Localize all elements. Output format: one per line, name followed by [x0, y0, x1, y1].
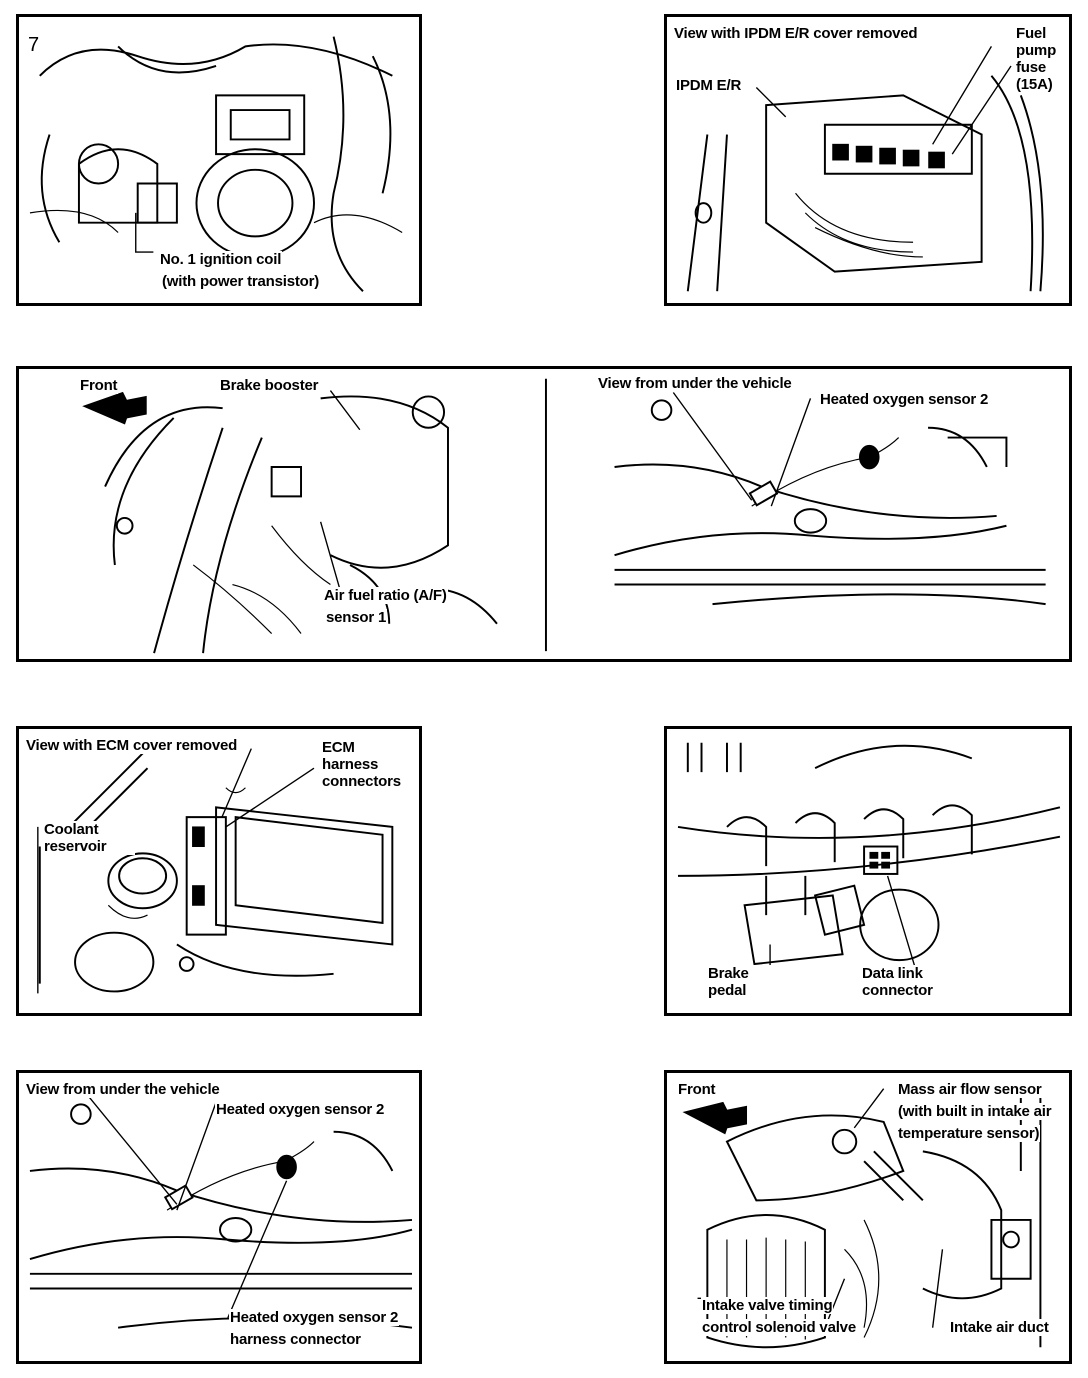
fuse-line-2: pump — [1016, 42, 1057, 59]
corner-mark: 7 — [27, 34, 40, 56]
panel-data-link-connector: Brake pedal Data link connector — [664, 726, 1072, 1016]
label-af-sensor-1a: Air fuel ratio (A/F) — [323, 587, 448, 604]
label-view-ecm: View with ECM cover removed — [25, 737, 239, 754]
label-ivt-2: control solenoid valve — [701, 1319, 857, 1336]
label-ipdm: IPDM E/R — [675, 77, 743, 94]
label-ivt-1: Intake valve timing — [701, 1297, 834, 1314]
label-af-sensor-1b: sensor 1 — [325, 609, 388, 626]
label-ho2s2-top: Heated oxygen sensor 2 — [819, 391, 990, 408]
coolant-line-2: reservoir — [44, 838, 107, 855]
dlc-line-1: Data link — [862, 965, 923, 982]
ecm-line-2: harness — [322, 756, 379, 773]
fuse-line-3: fuse — [1016, 59, 1047, 76]
label-maf-3: temperature sensor) — [897, 1125, 1041, 1142]
ecm-line-3: connectors — [322, 773, 401, 790]
ecm-line-1: ECM — [322, 739, 355, 756]
label-maf-1: Mass air flow sensor — [897, 1081, 1043, 1098]
label-ho2s2-connector-2: harness connector — [229, 1331, 362, 1348]
label-brake-pedal: Brake pedal — [707, 965, 779, 999]
label-maf-2: (with built in intake air — [897, 1103, 1053, 1120]
label-ignition-coil: No. 1 ignition coil — [159, 251, 283, 268]
label-data-link-connector: Data link connector — [861, 965, 963, 999]
label-ecm-connectors: ECM harness connectors — [321, 739, 419, 790]
dlc-line-2: connector — [862, 982, 933, 999]
panel-ipdm: View with IPDM E/R cover removed IPDM E/… — [664, 14, 1072, 306]
label-front-bottom: Front — [677, 1081, 717, 1098]
dlc-drawing — [677, 742, 1061, 975]
ignition-coil-drawing — [29, 36, 403, 292]
brake-booster-ho2s2-drawing — [82, 378, 1046, 654]
label-view-ipdm: View with IPDM E/R cover removed — [673, 25, 919, 42]
label-intake-air-duct: Intake air duct — [949, 1319, 1050, 1336]
label-brake-booster: Brake booster — [219, 377, 320, 394]
brake-line-2: pedal — [708, 982, 747, 999]
label-fuel-pump-fuse: Fuel pump fuse (15A) — [1015, 25, 1067, 93]
label-ignition-coil-sub: (with power transistor) — [161, 273, 321, 290]
label-ho2s2-bottom: Heated oxygen sensor 2 — [215, 1101, 386, 1118]
label-ho2s2-connector-1: Heated oxygen sensor 2 — [229, 1309, 400, 1326]
panel-brake-booster-ho2s2: Front Brake booster Air fuel ratio (A/F)… — [16, 366, 1072, 662]
brake-line-1: Brake — [708, 965, 749, 982]
panel-maf-ivt: Front Mass air flow sensor (with built i… — [664, 1070, 1072, 1364]
coolant-line-1: Coolant — [44, 821, 99, 838]
panel-ho2s2-harness: View from under the vehicle Heated oxyge… — [16, 1070, 422, 1364]
label-front-left: Front — [79, 377, 119, 394]
label-coolant-reservoir: Coolant reservoir — [43, 821, 135, 855]
fuse-line-4: (15A) — [1016, 76, 1053, 93]
label-view-under-bottom: View from under the vehicle — [25, 1081, 221, 1098]
fuse-line-1: Fuel — [1016, 25, 1047, 42]
label-view-under-top: View from under the vehicle — [597, 375, 793, 392]
ecm-drawing — [37, 747, 394, 994]
ipdm-drawing — [686, 46, 1044, 292]
panel-ecm: View with ECM cover removed ECM harness … — [16, 726, 422, 1016]
panel-ignition-coil: 7 No. 1 ignition coil (with power transi… — [16, 14, 422, 306]
